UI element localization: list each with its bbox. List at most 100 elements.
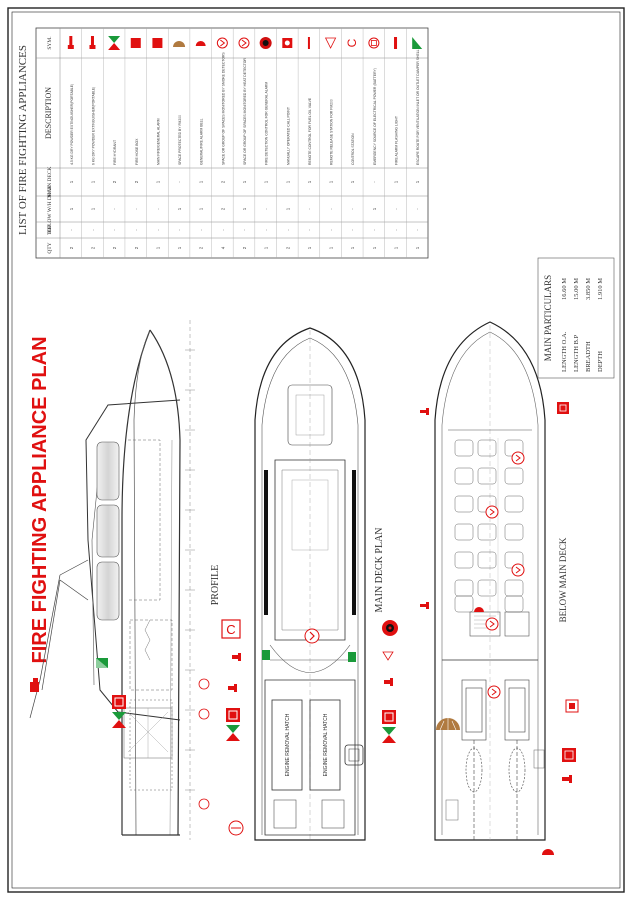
legend-row-top: - (199, 229, 204, 231)
liferaft (344, 744, 364, 766)
sheet-inner-border (11, 11, 621, 889)
legend-row-below: 1 (90, 207, 95, 210)
legend-row-qty: 1 (329, 246, 334, 249)
legend-row-below: - (112, 208, 117, 210)
particulars-title: MAIN PARTICULARS (543, 275, 553, 361)
fuel-valve-icon (228, 820, 244, 836)
legend-row-top: - (394, 229, 399, 231)
legend-row-main: 1 (350, 180, 355, 183)
hose-box-icon (112, 695, 126, 709)
legend-row-description: ESCAPE ROUTE FOR VENTILATION INLET OR OU… (416, 49, 420, 165)
legend-row-below: - (350, 208, 355, 210)
legend-row-top: - (372, 229, 377, 231)
legend-header-description: DESCRIPTION (44, 87, 53, 139)
heat-detector-icon (382, 651, 394, 661)
legend-row-description: MAIN FIRE/GENERAL ALARM (156, 118, 160, 165)
escape-icon (348, 652, 356, 662)
hose-box-icon (382, 710, 396, 724)
passenger-seats (454, 439, 524, 613)
legend-row-description: FIRE HYDRANT (113, 140, 117, 165)
profile-window (96, 561, 120, 621)
engine-stbd (504, 679, 530, 840)
particular-value: 16.60 M (561, 278, 568, 300)
fuel-valve-icon (198, 678, 210, 690)
legend-row-description: SPACE PROTECTED BY FM200 (178, 115, 182, 165)
legend-row-main: 1 (394, 180, 399, 183)
smoke-detector-icon (485, 505, 499, 519)
legend-row-below: 1 (372, 207, 377, 210)
legend-border (35, 27, 429, 259)
main-particulars: MAIN PARTICULARS LENGTH O.A. 16.60 M LEN… (537, 257, 615, 379)
heat-detector-icon (487, 685, 501, 699)
smoke-detector-icon (511, 451, 525, 465)
fire-alarm-light-icon (394, 37, 398, 49)
legend-row-qty: 1 (372, 246, 377, 249)
profile-window (96, 441, 120, 501)
legend-row-main: 2 (134, 180, 139, 183)
main-deck-plan: ENGINE REMOVAL HATCH ENGINE REMOVAL HATC… (254, 327, 385, 841)
extinguisher-icon (89, 36, 96, 49)
fuel-valve-icon (198, 798, 210, 810)
legend-row-top: - (415, 229, 420, 231)
particular-value: 15.00 M (573, 278, 580, 300)
hatch-label-stbd: ENGINE REMOVAL HATCH (323, 713, 329, 776)
emergency-light-icon (368, 37, 380, 49)
legend-row-description: FIRE HOSE BOX (135, 138, 139, 165)
legend-row-qty: 2 (199, 246, 204, 249)
legend-row-qty: 1 (415, 246, 420, 249)
legend-row-description: GENERAL/FIRE ALARM BELL (200, 118, 204, 165)
hydrant-icon (382, 727, 396, 743)
legend-row-qty: 1 (177, 246, 182, 249)
bulwark-port (264, 470, 268, 615)
smoke-detector-icon (485, 617, 499, 631)
bell-icon (474, 607, 484, 612)
profile-label: PROFILE (210, 565, 221, 606)
legend-row-qty: 1 (350, 246, 355, 249)
legend-row-description: SPACE OR GROUP OF SPACES MONITORED BY HE… (243, 58, 247, 165)
svg-text:C: C (226, 622, 235, 637)
legend-row-top: - (242, 229, 247, 231)
legend-row-qty: 4 (220, 246, 225, 249)
control-station-icon: C (221, 619, 241, 639)
legend-row-below: 1 (69, 207, 74, 210)
legend-row-top: - (264, 229, 269, 231)
extinguisher-icon (232, 653, 241, 661)
legend-row-top: - (285, 229, 290, 231)
extinguisher-icon (420, 602, 429, 609)
legend-row-description: REMOTE CONTROL FOR FUEL OIL VALVE (308, 97, 312, 165)
emergency-light-icon (557, 402, 569, 414)
hydrant-icon (226, 725, 240, 741)
particular-label: LENGTH B.P (573, 334, 580, 372)
bell-icon (542, 849, 554, 855)
legend-row-qty: 1 (307, 246, 312, 249)
legend-row-top: - (155, 229, 160, 231)
legend-table: LIST OF FIRE FIGHTING APPLIANCESSYM.DESC… (17, 27, 429, 259)
legend-row-below: 1 (242, 207, 247, 210)
legend-row-main: 1 (415, 180, 420, 183)
alarm-icon (152, 38, 163, 48)
legend-row-below: - (155, 208, 160, 210)
legend-row-below: - (264, 208, 269, 210)
below-main-deck-label: BELOW MAIN DECK (558, 537, 568, 622)
smoke-detector-icon (304, 628, 320, 644)
legend-header-below-wh-deck: BELOW W/H DECK (47, 185, 53, 233)
legend-row-top: - (350, 229, 355, 231)
hose-box-icon (130, 38, 141, 48)
legend-row-main: 1 (199, 180, 204, 183)
legend-row-main: - (372, 181, 377, 183)
legend-row-main: 2 (112, 180, 117, 183)
remote-release-icon (324, 37, 337, 49)
legend-row-qty: 1 (155, 246, 160, 249)
particular-label: DEPTH (597, 351, 604, 372)
hydrant-icon (112, 712, 126, 728)
legend-row-below: - (415, 208, 420, 210)
legend-row-top: - (177, 229, 182, 231)
legend-row-top: - (90, 229, 95, 231)
bell-icon (195, 41, 206, 46)
escape-icon (96, 658, 108, 668)
legend-row-qty: 2 (69, 246, 74, 249)
smoke-detector-icon (511, 563, 525, 577)
alarm-station-icon (565, 699, 579, 713)
engine-port (461, 679, 487, 840)
